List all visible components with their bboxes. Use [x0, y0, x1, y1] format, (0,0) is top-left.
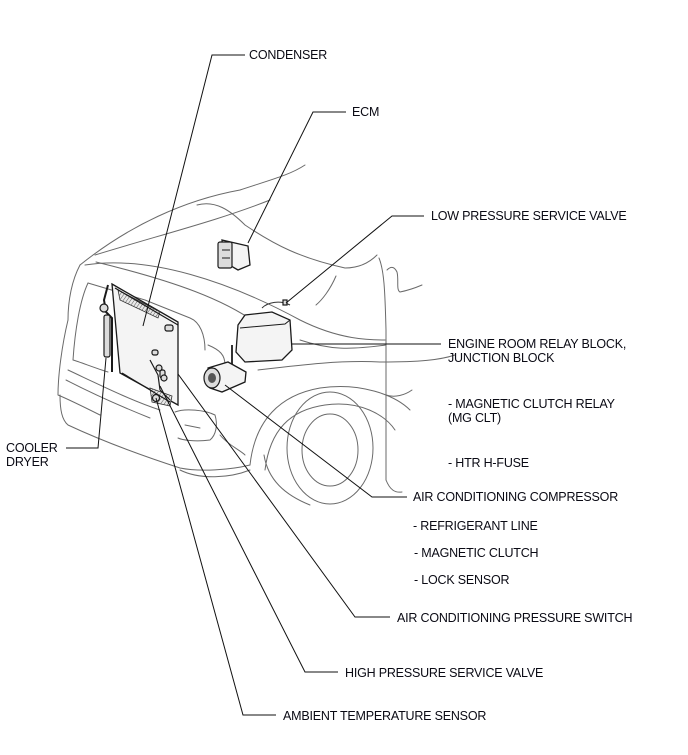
vehicle-body-outline [57, 164, 456, 506]
leader-ac-pressure-switch [177, 373, 390, 618]
leader-high-pressure-service-valve [159, 385, 338, 673]
label-ac-compressor: AIR CONDITIONING COMPRESSOR [413, 490, 619, 504]
leader-condenser [142, 54, 245, 327]
label-ambient-temperature-sensor: AMBIENT TEMPERATURE SENSOR [283, 709, 487, 723]
label-dryer: DRYER [6, 455, 49, 469]
label-condenser: CONDENSER [249, 48, 328, 62]
label-htr-h-fuse: - HTR H-FUSE [448, 456, 529, 470]
label-refrigerant-line: - REFRIGERANT LINE [413, 519, 538, 533]
label-engine-room-relay-block: ENGINE ROOM RELAY BLOCK, [448, 337, 627, 351]
leader-low-pressure-service-valve [285, 215, 424, 304]
label-lock-sensor: - LOCK SENSOR [414, 573, 510, 587]
label-mg-clt: (MG CLT) [448, 411, 502, 425]
ecm-part [217, 239, 251, 271]
engine-room-relay-block-part [231, 299, 293, 372]
leader-ac-compressor [224, 384, 407, 498]
label-magnetic-clutch-relay: - MAGNETIC CLUTCH RELAY [448, 397, 615, 411]
label-ecm: ECM [352, 105, 380, 119]
label-high-pressure-service-valve: HIGH PRESSURE SERVICE VALVE [345, 666, 544, 680]
label-cooler: COOLER [6, 441, 58, 455]
condenser-part [111, 282, 179, 407]
label-junction-block: JUNCTION BLOCK [448, 351, 555, 365]
label-ac-pressure-switch: AIR CONDITIONING PRESSURE SWITCH [397, 611, 633, 625]
cooler-dryer-part [99, 284, 113, 372]
label-low-pressure-service-valve: LOW PRESSURE SERVICE VALVE [431, 209, 627, 223]
leader-ecm [247, 111, 346, 244]
label-magnetic-clutch: - MAGNETIC CLUTCH [414, 546, 539, 560]
leader-lines [66, 54, 441, 716]
leader-ambient-temperature-sensor [155, 397, 276, 716]
ac-compressor-part [203, 361, 247, 393]
leader-cooler-dryer [66, 357, 107, 449]
